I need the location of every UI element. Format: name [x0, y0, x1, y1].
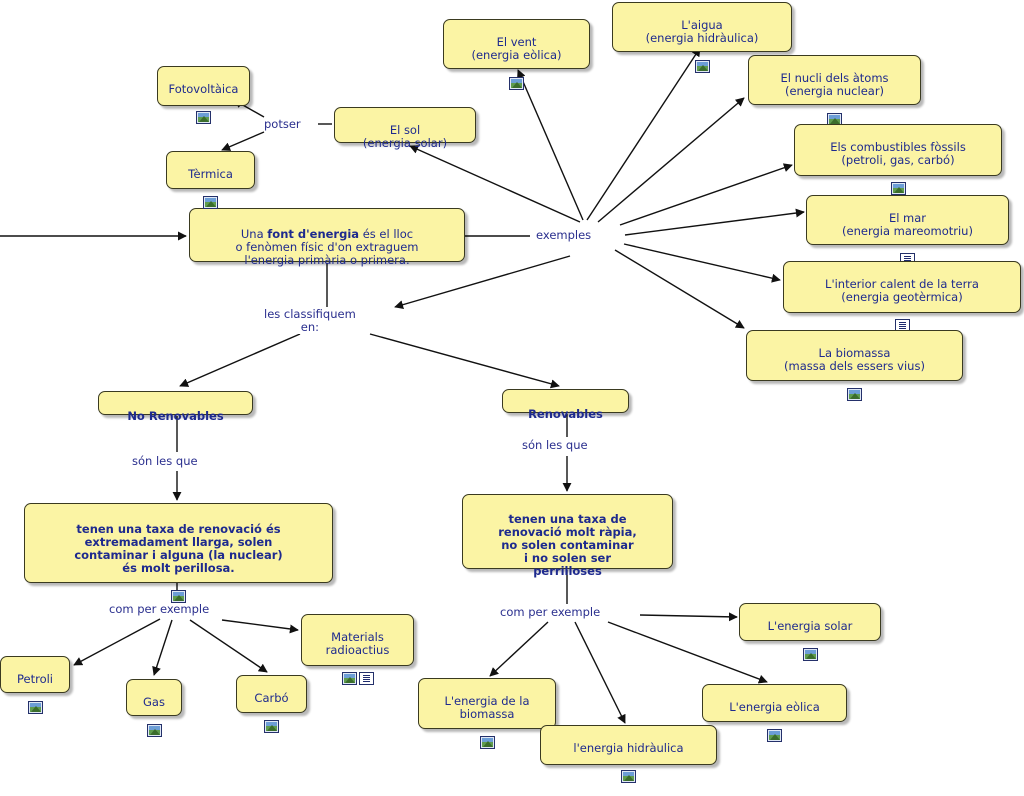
node-carbo[interactable]: Carbó — [236, 675, 307, 733]
node-aigua[interactable]: L'aigua (energia hidràulica) — [612, 2, 792, 73]
termica-label: Tèrmica — [188, 167, 233, 181]
energia-biomassa-label: L'energia de la biomassa — [444, 694, 530, 721]
vent-label: El vent (energia eòlica) — [471, 35, 562, 62]
image-icon[interactable] — [341, 672, 357, 685]
image-icon[interactable] — [171, 590, 186, 603]
node-fotovoltaica[interactable]: Fotovoltàica — [157, 66, 250, 124]
image-icon[interactable] — [264, 720, 279, 733]
energia-solar-label: L'energia solar — [767, 619, 853, 633]
node-termica[interactable]: Tèrmica — [166, 151, 255, 209]
node-mar[interactable]: El mar (energia mareomotriu) — [806, 195, 1009, 266]
image-icon[interactable] — [479, 736, 495, 749]
connection-lines — [0, 47, 805, 724]
link-exemples-biomassa — [614, 249, 745, 329]
node-biomassa[interactable]: La biomassa (massa dels essers vius) — [746, 330, 963, 401]
no-renovables-description-text: tenen una taxa de renovació és extremada… — [74, 522, 283, 575]
image-icon[interactable] — [847, 388, 862, 401]
link-label-son-renovables: són les que — [520, 438, 590, 452]
combustibles-label: Els combustibles fòssils (petroli, gas, … — [830, 140, 966, 167]
link-exemples-vent — [517, 69, 584, 221]
link-com-materials — [221, 619, 299, 634]
link-exemples-mar — [624, 208, 805, 236]
link-com-gas — [152, 619, 173, 676]
link-exemples-classifiquem — [394, 255, 571, 310]
materials-label: Materials radioactius — [325, 630, 390, 657]
energia-eolica-label: L'energia eòlica — [729, 700, 820, 714]
no-renovables-label: No Renovables — [127, 409, 224, 423]
link-com-ebiomassa — [489, 621, 549, 677]
node-no-renovables-description[interactable]: tenen una taxa de renovació és extremada… — [24, 503, 333, 603]
node-nucli[interactable]: El nucli dels àtoms (energia nuclear) — [748, 55, 921, 126]
link-com-esolar — [639, 612, 738, 622]
image-icon[interactable] — [203, 196, 218, 209]
image-icon[interactable] — [27, 701, 43, 714]
node-energia-eolica[interactable]: L'energia eòlica — [702, 684, 847, 742]
link-label-son-no-renovables: són les que — [130, 454, 200, 468]
node-interior[interactable]: L'interior calent de la terra (energia g… — [783, 261, 1021, 332]
nucli-label: El nucli dels àtoms (energia nuclear) — [780, 71, 889, 98]
node-materials[interactable]: Materials radioactius — [301, 614, 414, 685]
fotovoltaica-label: Fotovoltàica — [168, 82, 239, 96]
link-com-carbo — [189, 619, 268, 673]
node-gas[interactable]: Gas — [126, 679, 182, 737]
interior-label: L'interior calent de la terra (energia g… — [825, 277, 979, 304]
image-icon[interactable] — [890, 182, 906, 195]
document-icon[interactable] — [358, 672, 374, 685]
link-exemples-aigua — [586, 47, 701, 221]
image-icon[interactable] — [621, 770, 636, 783]
node-energia-hidraulica[interactable]: l'energia hidràulica — [540, 725, 717, 783]
link-label-potser: potser — [262, 117, 303, 131]
link-label-com-per-exemple-renovables: com per exemple — [498, 605, 603, 619]
link-exemples-combustibles — [619, 163, 793, 226]
link-label-classifiquem: les classifiquem en: — [262, 307, 358, 334]
node-renovables-description[interactable]: tenen una taxa de renovació molt ràpia, … — [462, 494, 673, 578]
link-exemples-sol — [409, 145, 581, 223]
petroli-label: Petroli — [16, 672, 53, 686]
node-no-renovables[interactable]: No Renovables — [98, 391, 253, 423]
sol-label: El sol (energia solar) — [362, 123, 448, 150]
image-icon[interactable] — [196, 111, 211, 124]
node-renovables[interactable]: Renovables — [502, 389, 629, 421]
aigua-label: L'aigua (energia hidràulica) — [645, 18, 759, 45]
node-petroli[interactable]: Petroli — [0, 656, 70, 714]
node-energia-solar[interactable]: L'energia solar — [739, 603, 881, 661]
link-classifiquem-norenov — [179, 333, 301, 387]
renovables-label: Renovables — [528, 407, 603, 421]
link-classifiquem-renov — [369, 333, 560, 389]
link-label-exemples: exemples — [534, 228, 594, 242]
node-combustibles[interactable]: Els combustibles fòssils (petroli, gas, … — [794, 124, 1002, 195]
image-icon[interactable] — [509, 77, 524, 90]
document-icon[interactable] — [894, 319, 910, 332]
renovables-description-text: tenen una taxa de renovació molt ràpia, … — [498, 512, 637, 578]
node-vent[interactable]: El vent (energia eòlica) — [443, 19, 590, 90]
link-com-petroli — [73, 618, 161, 666]
link-com-eeolica — [607, 621, 768, 684]
link-potser-termica — [221, 131, 265, 151]
link-label-com-per-exemple-no-renovables: com per exemple — [107, 602, 212, 616]
node-sol[interactable]: El sol (energia solar) — [334, 107, 476, 150]
link-com-ehidraulica — [574, 621, 626, 724]
link-exemples-interior — [623, 243, 781, 283]
carbo-label: Carbó — [254, 691, 289, 705]
link-exemples-nucli — [597, 97, 745, 223]
central-definition-text: Una font d'energia és el lloc o fenòmen … — [235, 227, 419, 267]
energia-hidraulica-label: l'energia hidràulica — [573, 741, 684, 755]
mar-label: El mar (energia mareomotriu) — [842, 211, 973, 238]
node-energia-biomassa[interactable]: L'energia de la biomassa — [418, 678, 556, 749]
image-icon[interactable] — [827, 113, 842, 126]
node-central-definition[interactable]: Una font d'energia és el lloc o fenòmen … — [189, 208, 465, 267]
image-icon[interactable] — [802, 648, 818, 661]
biomassa-label: La biomassa (massa dels essers vius) — [784, 346, 925, 373]
image-icon[interactable] — [146, 724, 162, 737]
image-icon[interactable] — [767, 729, 782, 742]
image-icon[interactable] — [694, 60, 710, 73]
gas-label: Gas — [143, 695, 165, 709]
